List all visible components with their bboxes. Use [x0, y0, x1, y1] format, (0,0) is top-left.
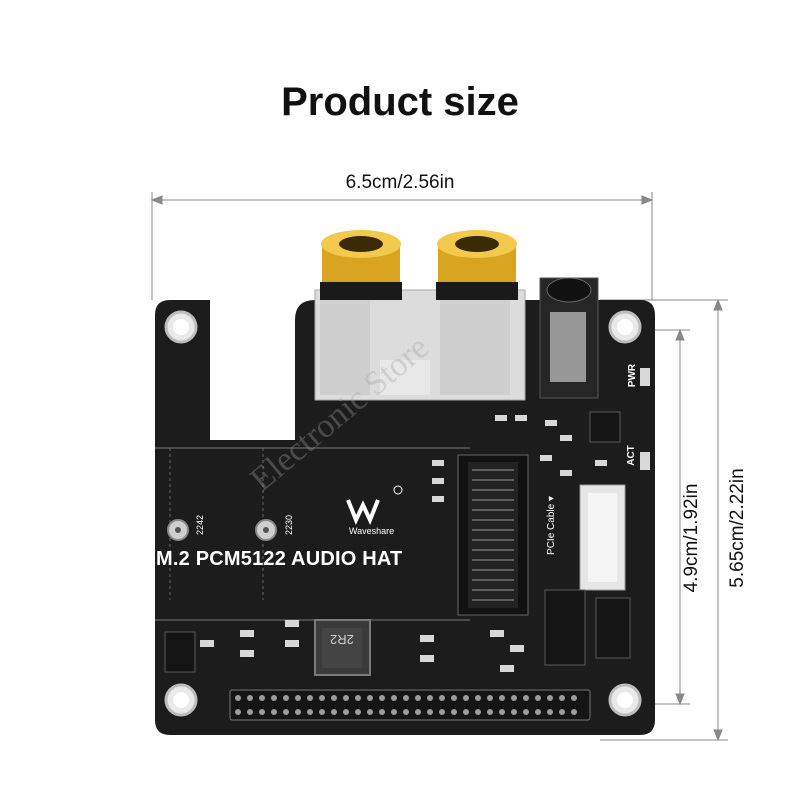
page-title: Product size [281, 80, 519, 124]
gpio-header [229, 689, 591, 721]
pcie-cable-label: PCIe Cable ▾ [545, 496, 557, 555]
gpio-pins [235, 695, 577, 715]
dimension-lines [150, 192, 728, 742]
ic-left [544, 589, 586, 666]
rca-jack-left [320, 230, 402, 300]
pcb-board [155, 300, 655, 735]
led-act [640, 452, 650, 470]
headphone-jack [539, 277, 599, 399]
board-name-label: M.2 PCM5122 AUDIO HAT [156, 548, 403, 570]
act-led-label: ACT [625, 445, 637, 466]
ic-top [589, 411, 621, 443]
inductor-marking: 2R2 [330, 632, 354, 647]
ic-chips [164, 411, 631, 673]
m2-standoffs [167, 519, 277, 541]
pcie-ffc-connector [579, 484, 626, 591]
brand-label: Waveshare [349, 526, 395, 536]
ic-bottom-left [164, 631, 196, 673]
slot-2242-label: 2242 [195, 514, 206, 536]
waveshare-logo-icon [346, 485, 403, 526]
ic-right [595, 597, 631, 659]
rca-jack-right [436, 230, 518, 300]
passive-components [200, 415, 607, 672]
pwr-led-label: PWR [627, 363, 639, 388]
inductor-2r2 [314, 619, 371, 676]
led-pwr [640, 368, 650, 386]
arrow-left [150, 195, 163, 205]
m2-slot [457, 454, 529, 616]
status-leds [640, 368, 650, 470]
slot-2230-label: 2230 [284, 514, 295, 536]
arrow-right [641, 195, 654, 205]
width-dimension-label: 6.5cm/2.56in [345, 172, 455, 193]
